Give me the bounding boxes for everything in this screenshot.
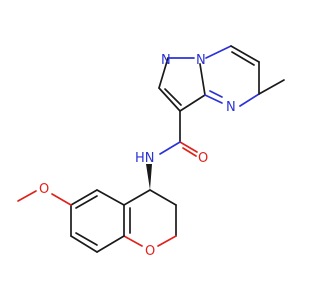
bond-carbonyl-nh xyxy=(159,141,181,155)
bond-c2-c3 xyxy=(158,87,181,112)
bond-c6prime-methoxy-o xyxy=(51,193,72,206)
bond-c5-n4 xyxy=(239,93,260,107)
atom-label-methoxy-o: O xyxy=(39,182,49,197)
bond-c8a-c8 xyxy=(96,235,125,253)
atom-label-pyrazole-n: N xyxy=(161,53,171,68)
bond-c4-c4a xyxy=(123,189,151,206)
bond-ring-o-c8a xyxy=(123,235,143,247)
atom-label-carbonyl-o: O xyxy=(198,151,208,166)
bond-c7-c6 xyxy=(230,45,260,63)
atom-label-ring-o: O xyxy=(145,244,155,259)
bond-c6prime-c5prime-double xyxy=(75,195,98,209)
atom-label-bridge-n: N xyxy=(196,53,206,68)
bond-c7-c6-double xyxy=(231,51,255,66)
bond-methoxy-o-methyl xyxy=(17,190,37,202)
bond-c5-methyl xyxy=(258,79,285,95)
bond-c8-c7-double xyxy=(75,232,98,246)
atom-label-amide-nh: HN xyxy=(135,151,155,166)
stereo-wedge-bond xyxy=(146,164,152,190)
atom-label-pyrimidine-n: N xyxy=(226,100,236,115)
bond-n4-c3a xyxy=(204,94,223,104)
bond-c2-c3-double xyxy=(164,88,182,106)
bond-c6prime-c5prime xyxy=(70,189,98,206)
bond-c8-c7 xyxy=(70,235,98,253)
bond-c4-c3prime xyxy=(149,189,177,206)
bond-c3a-n-bridge xyxy=(199,63,206,96)
bond-carbonyl-o-double xyxy=(182,147,197,157)
bond-nbridge-c7 xyxy=(205,45,232,59)
bond-carbonyl-o xyxy=(179,141,198,153)
bond-n4-c3a-double xyxy=(209,90,223,98)
molecule-diagram: N N N HN O O O xyxy=(17,45,285,259)
bond-n1-c2 xyxy=(158,57,169,89)
bond-c5prime-c4a xyxy=(96,189,125,206)
bond-c2prime-ring-o xyxy=(157,235,177,247)
bond-c3-c3a xyxy=(179,94,206,112)
